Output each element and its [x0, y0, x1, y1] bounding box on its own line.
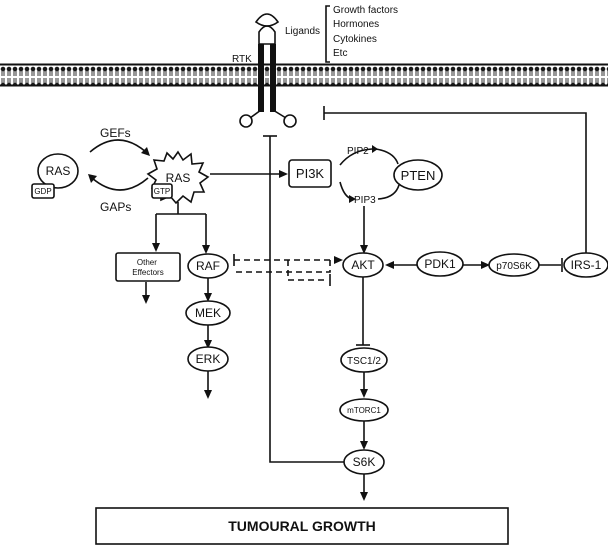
ras-gtp-node: RAS GTP	[146, 150, 210, 205]
irs1-label: IRS-1	[571, 258, 602, 272]
cell-membrane	[0, 63, 608, 87]
other-effectors-node: Other Effectors	[115, 252, 181, 282]
tumoural-growth-box: TUMOURAL GROWTH	[95, 507, 509, 545]
other-effectors-label: Other Effectors	[132, 258, 163, 277]
p70s6k-label: p70S6K	[496, 261, 532, 272]
ligand-item-cytokines: Cytokines	[333, 34, 377, 45]
pip2-label: PIP2	[347, 146, 369, 157]
receptor-binding-site-icon	[258, 25, 276, 45]
rtk-label: RTK	[232, 54, 252, 65]
akt-label: AKT	[351, 258, 375, 272]
pten-to-pip3-arc	[377, 184, 400, 200]
irs1-node: IRS-1	[563, 252, 608, 278]
tsc-node: TSC1/2	[340, 347, 388, 373]
pi3k-label: PI3K	[296, 166, 325, 181]
tumoural-growth-label: TUMOURAL GROWTH	[228, 518, 376, 534]
other-effectors-line1: Other	[137, 258, 157, 267]
gefs-arrow	[89, 139, 147, 153]
erk-label: ERK	[196, 352, 221, 366]
s6k-label: S6K	[353, 455, 376, 469]
pip3-label: PIP3	[354, 195, 376, 206]
s6k-inhibits-rtk	[269, 136, 344, 463]
pten-label: PTEN	[401, 168, 436, 183]
p70s6k-node: p70S6K	[488, 253, 540, 277]
gaps-arrow	[91, 177, 149, 191]
s6k-node: S6K	[343, 449, 385, 475]
pip2-cycle-arc	[339, 148, 373, 166]
ras-fork	[156, 202, 206, 215]
ras-gtp-label: RAS	[166, 171, 191, 185]
raf-label: RAF	[196, 259, 220, 273]
tsc-label: TSC1/2	[347, 356, 381, 367]
pi3k-node: PI3K	[288, 159, 332, 188]
raf-inhibits-akt-dashed	[287, 260, 326, 281]
erk-node: ERK	[187, 346, 229, 372]
pten-node: PTEN	[393, 159, 443, 191]
mek-node: MEK	[185, 300, 231, 326]
ligand-item-hormones: Hormones	[333, 19, 379, 30]
gdp-label: GDP	[34, 187, 51, 196]
rtk-receptor	[239, 13, 297, 128]
ligands-bracket	[325, 5, 330, 63]
ras-gdp-label: RAS	[46, 164, 71, 178]
pdk1-label: PDK1	[424, 257, 456, 271]
raf-to-akt-dashed	[236, 260, 331, 273]
mtorc1-label: mTORC1	[347, 406, 381, 415]
other-effectors-line2: Effectors	[132, 268, 163, 277]
mtorc1-node: mTORC1	[339, 398, 389, 422]
mek-label: MEK	[195, 306, 221, 320]
akt-node: AKT	[342, 252, 384, 278]
gaps-label: GAPs	[100, 200, 131, 214]
pdk1-node: PDK1	[416, 251, 464, 277]
gefs-label: GEFs	[100, 126, 131, 140]
ligand-item-growth-factors: Growth factors	[333, 5, 398, 16]
ligand-item-etc: Etc	[333, 48, 347, 59]
pip2-to-pten-arc	[375, 148, 399, 165]
irs1-inhibits-rtk	[324, 112, 587, 253]
raf-node: RAF	[187, 253, 229, 279]
ligands-label: Ligands	[285, 26, 320, 37]
ligand-icon	[254, 13, 280, 27]
gtp-label: GTP	[154, 187, 170, 196]
ras-gdp-node: RAS GDP	[31, 153, 79, 199]
